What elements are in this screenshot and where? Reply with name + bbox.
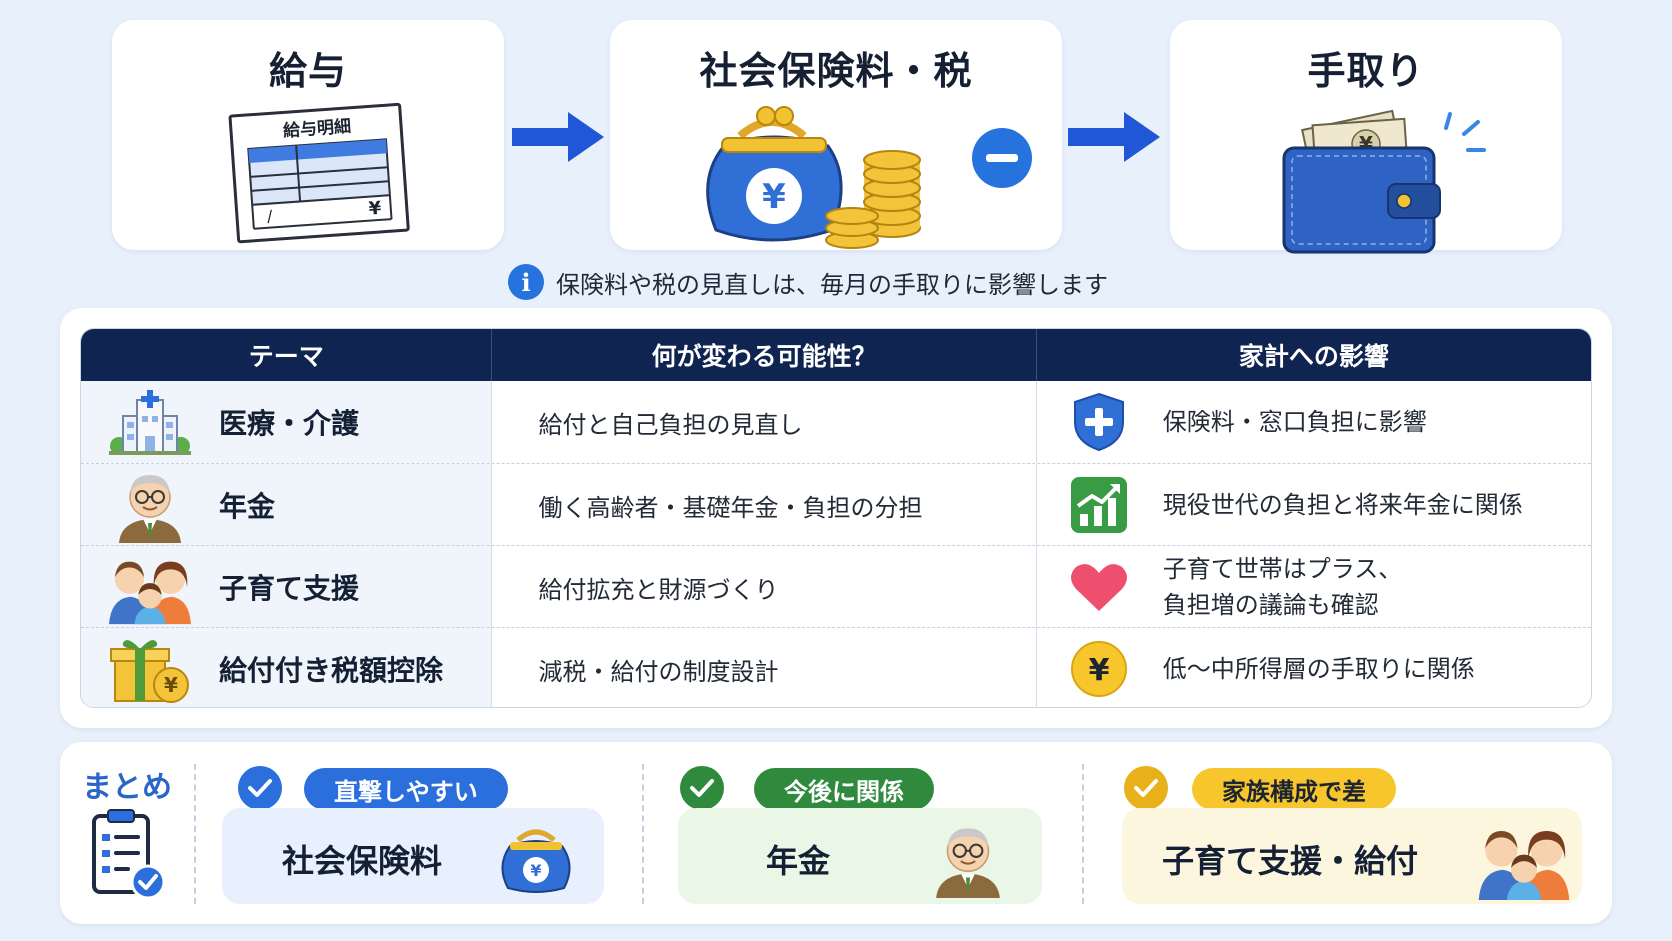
summary-label: 年金 — [766, 842, 831, 880]
salary-title: 給与 — [268, 49, 347, 93]
takehome-card: 手取り ¥ — [1170, 20, 1562, 254]
info-icon: i — [508, 264, 544, 300]
table-header: テーマ 何が変わる可能性？ 家計への影響 — [81, 329, 1591, 381]
summary-box: 社会保険料 ¥ — [222, 808, 604, 904]
family-icon — [109, 551, 191, 625]
elderly-man-icon-small — [936, 828, 1000, 899]
check-icon — [238, 766, 282, 810]
theme-cell: ¥ 給付付き税額控除 — [81, 628, 493, 707]
gift-yen-icon: ¥ — [109, 633, 191, 705]
arrow-right-icon — [512, 112, 604, 162]
theme-table: テーマ 何が変わる可能性？ 家計への影響 — [80, 328, 1592, 708]
effect-cell: 保険料・窓口負担に影響 — [1037, 381, 1591, 463]
purse-yen: ¥ — [762, 177, 786, 217]
table-row: 医療・介護 給付と自己負担の見直し 保険料・窓口負担に影響 — [81, 381, 1591, 463]
growth-chart-icon — [1069, 475, 1129, 535]
effect-text: 保険料・窓口負担に影響 — [1162, 408, 1427, 436]
summary-tag: 今後に関係 — [754, 768, 934, 810]
slip-title: 給与明細 — [282, 116, 351, 142]
family-icon-small — [1478, 830, 1570, 900]
effect-text: 現役世代の負担と将来年金に関係 — [1162, 491, 1523, 519]
theme-cell: 医療・介護 — [81, 381, 493, 463]
deduction-title: 社会保険料・税 — [699, 49, 973, 93]
coin-purse-icon-small: ¥ — [501, 829, 571, 893]
yen-coin-icon: ¥ — [1069, 639, 1129, 699]
shield-plus-icon — [1069, 392, 1129, 452]
theme-name: 給付付き税額控除 — [219, 654, 444, 687]
minus-icon — [972, 128, 1032, 188]
summary-box: 子育て支援・給付 — [1122, 808, 1582, 904]
salary-card: 給与 給与明細 / ¥ — [112, 20, 504, 250]
wallet-icon: ¥ — [1282, 109, 1486, 254]
slip-yen: ¥ — [368, 198, 382, 220]
summary-card: まとめ 直撃しやすい 社会保険料 ¥ 今後に関係 年金 — [60, 742, 1612, 924]
effect-cell: 現役世代の負担と将来年金に関係 — [1037, 464, 1591, 546]
summary-label: 社会保険料 — [282, 842, 443, 880]
table-row: 年金 働く高齢者・基礎年金・負担の分担 現役世代の負担と将来年金に関係 — [81, 463, 1591, 546]
summary-tag: 家族構成で差 — [1192, 768, 1396, 810]
check-icon — [680, 766, 724, 810]
slip-slash: / — [266, 206, 273, 225]
effect-line-2: 負担増の議論も確認 — [1162, 591, 1379, 619]
theme-cell: 年金 — [81, 464, 493, 546]
hospital-icon — [109, 386, 191, 458]
summary-box: 年金 — [678, 808, 1042, 904]
divider — [1082, 764, 1084, 904]
heart-icon — [1069, 557, 1129, 617]
effect-line-1: 子育て世帯はプラス、 — [1162, 555, 1403, 583]
header-change: 何が変わる可能性？ — [492, 329, 1037, 381]
summary-title: まとめ — [82, 770, 172, 805]
arrow-right-icon-2 — [1068, 112, 1160, 162]
coin-yen: ¥ — [1088, 653, 1109, 688]
gift-yen: ¥ — [164, 673, 178, 697]
deduction-card: 社会保険料・税 ¥ — [610, 20, 1062, 250]
divider — [642, 764, 644, 904]
divider — [194, 764, 196, 904]
theme-name: 子育て支援 — [219, 572, 360, 605]
effect-text: 低〜中所得層の手取りに関係 — [1162, 655, 1475, 683]
coin-purse-icon: ¥ — [706, 106, 921, 249]
elderly-man-icon — [109, 469, 191, 543]
table-row: ¥ 給付付き税額控除 減税・給付の制度設計 ¥ 低〜中所得層の手取りに関係 — [81, 627, 1591, 707]
summary-label: 子育て支援・給付 — [1162, 842, 1419, 880]
change-cell: 給付と自己負担の見直し — [492, 381, 1037, 463]
info-note: i 保険料や税の見直しは、毎月の手取りに影響します — [508, 262, 1108, 302]
header-theme: テーマ — [81, 329, 493, 381]
theme-cell: 子育て支援 — [81, 546, 493, 628]
takehome-title: 手取り — [1307, 49, 1425, 93]
info-note-text: 保険料や税の見直しは、毎月の手取りに影響します — [556, 270, 1108, 299]
small-purse-yen: ¥ — [530, 861, 541, 880]
theme-table-card: テーマ 何が変わる可能性？ 家計への影響 — [60, 308, 1612, 728]
pay-slip-icon: 給与明細 / ¥ — [228, 102, 410, 244]
clipboard-check-icon — [92, 809, 166, 900]
effect-text: 子育て世帯はプラス、 負担増の議論も確認 — [1163, 551, 1403, 623]
theme-name: 医療・介護 — [219, 407, 360, 440]
effect-cell: ¥ 低〜中所得層の手取りに関係 — [1037, 628, 1591, 707]
change-cell: 減税・給付の制度設計 — [492, 628, 1037, 707]
check-icon — [1124, 766, 1168, 810]
theme-name: 年金 — [219, 490, 276, 523]
summary-tag: 直撃しやすい — [304, 768, 508, 810]
change-cell: 働く高齢者・基礎年金・負担の分担 — [492, 464, 1037, 546]
change-cell: 給付拡充と財源づくり — [492, 546, 1037, 628]
effect-cell: 子育て世帯はプラス、 負担増の議論も確認 — [1037, 546, 1591, 628]
table-row: 子育て支援 給付拡充と財源づくり 子育て世帯はプラス、 負担増の議論も確認 — [81, 545, 1591, 628]
header-effect: 家計への影響 — [1238, 342, 1389, 371]
